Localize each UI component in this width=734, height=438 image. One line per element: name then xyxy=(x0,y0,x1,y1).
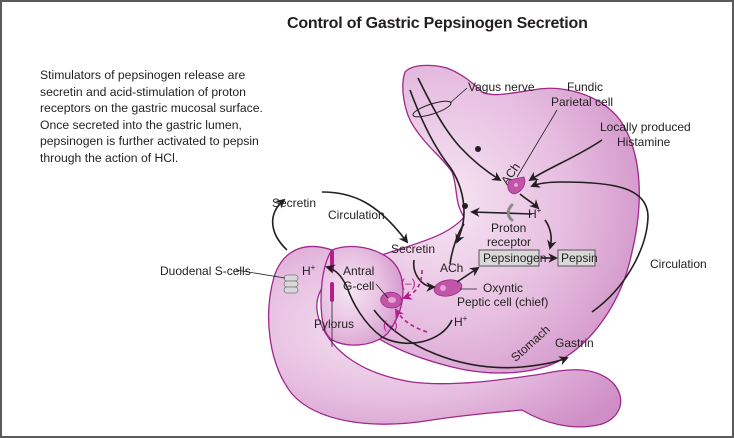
inhibition-label-2: (–) xyxy=(383,318,398,332)
duodenal-s-cells-icon xyxy=(283,274,299,294)
h-plus-antrum-label: H+ xyxy=(454,314,468,329)
circulation-right-label: Circulation xyxy=(650,257,707,271)
vagus-nerve-fiber-1 xyxy=(417,77,502,182)
pepsinogen-label: Pepsinogen xyxy=(483,251,546,265)
gastrin-circulation-loop xyxy=(530,178,649,313)
oxyntic-label: Oxyntic xyxy=(483,281,523,295)
h-antrum-curve xyxy=(325,264,453,345)
description-line: receptors on the gastric mucosal surface… xyxy=(40,101,263,115)
vagus-nerve-bundle xyxy=(412,100,452,118)
secretin-top-label: Secretin xyxy=(272,196,316,210)
vagus-nerve-label: Vagus nerve xyxy=(468,80,535,94)
pylorus-label: Pylorus xyxy=(314,317,354,331)
duodenal-s-cells-label: Duodenal S-cells xyxy=(160,264,251,278)
chief-to-pepsinogen-arrow xyxy=(456,266,480,283)
ach-mid-label: ACh xyxy=(440,261,463,275)
figure-title: Control of Gastric Pepsinogen Secretion xyxy=(287,15,588,32)
gastrin-label: Gastrin xyxy=(555,336,594,350)
inhibition-arrow-2 xyxy=(395,308,428,333)
g-cell-pointer xyxy=(375,283,389,299)
pepsin-box xyxy=(557,249,596,267)
proton-label: Proton xyxy=(491,221,526,235)
gastrin-arrow xyxy=(373,309,569,369)
secretin-rise-arrow xyxy=(271,198,288,251)
secretin-circulation-arrow xyxy=(321,191,409,244)
proton-receptor-icon xyxy=(506,203,514,222)
synapse-dot-1 xyxy=(475,146,481,152)
h-to-pepsin-arrow xyxy=(544,219,557,250)
stomach xyxy=(341,64,640,374)
h-plus-top-label: H+ xyxy=(528,206,542,221)
peptic-cell-label: Peptic cell (chief) xyxy=(457,295,548,309)
duodenum xyxy=(268,245,622,428)
vagus-pointer xyxy=(449,87,468,104)
circulation-left-label: Circulation xyxy=(328,208,385,222)
description-text: Stimulators of pepsinogen release are se… xyxy=(40,67,360,166)
h-to-receptor-arrow xyxy=(470,207,533,218)
locally-produced-label: Locally produced xyxy=(600,120,691,134)
description-line: pepsinogen is further activated to pepsi… xyxy=(40,134,259,148)
description-line: Stimulators of pepsinogen release are xyxy=(40,68,246,82)
h-plus-duod-label: H+ xyxy=(302,263,316,278)
secretin-mid-label: Secretin xyxy=(391,242,435,256)
pepsinogen-box xyxy=(478,249,540,267)
s-cells-pointer xyxy=(235,269,286,279)
ach-to-chief-arrow xyxy=(449,223,465,265)
description-line: through the action of HCl. xyxy=(40,150,179,165)
description-line: secretin and acid-stimulation of proton xyxy=(40,84,246,99)
g-cell-label: G-cell xyxy=(343,279,374,293)
inhibition-label-1: (–) xyxy=(401,276,416,290)
histamine-arrow xyxy=(528,139,603,182)
parietal-cell-label: Parietal cell xyxy=(551,95,613,109)
description-line: Once secreted into the gastric lumen, xyxy=(40,117,242,132)
receptor-label: receptor xyxy=(487,235,531,249)
secretin-to-chief-arrow xyxy=(412,259,436,292)
pepsin-label: Pepsin xyxy=(561,251,598,265)
parietal-pointer xyxy=(516,109,558,178)
histamine-label: Histamine xyxy=(617,135,671,149)
parietal-to-h-arrow xyxy=(519,193,540,210)
fundic-label: Fundic xyxy=(567,80,603,94)
synapse-dot-2 xyxy=(462,203,468,209)
antral-label: Antral xyxy=(343,264,374,278)
inhibition-arrow-1 xyxy=(402,269,423,300)
